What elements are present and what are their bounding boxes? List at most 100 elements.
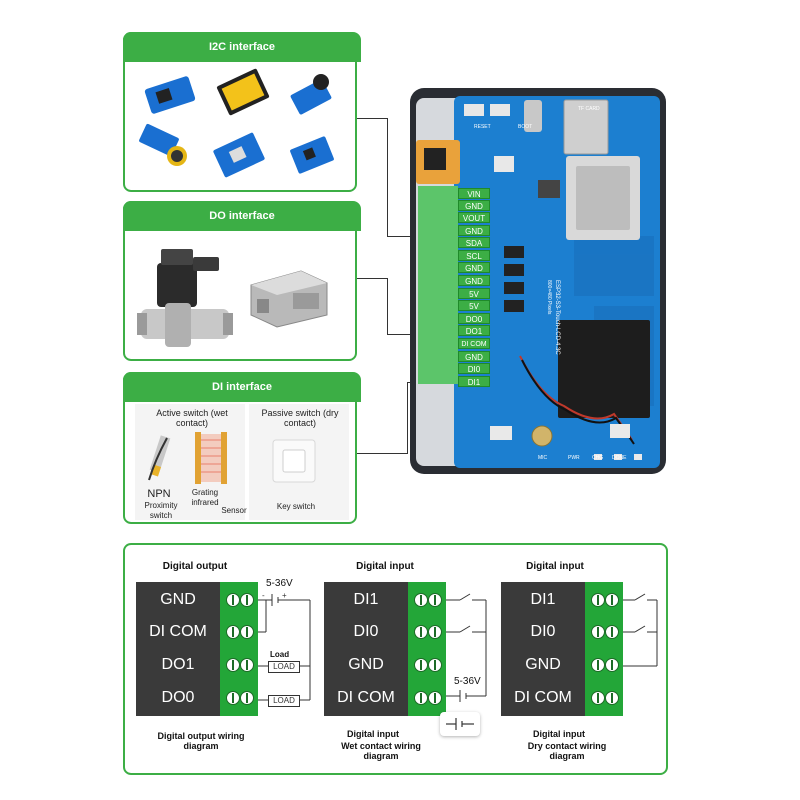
output-screw-1 (226, 625, 240, 639)
wet-screw-1b (428, 625, 442, 639)
key-switch-label: Key switch (276, 502, 316, 511)
dry-caption-title: Digital input (533, 729, 585, 739)
wet-screw-3 (414, 691, 428, 705)
di-interface-title: DI interface (123, 372, 361, 402)
wet-row-1: DI0 (353, 623, 379, 640)
dry-screw-2b (605, 658, 619, 672)
output-screw-2 (226, 658, 240, 672)
npn-sensor-illustration (148, 435, 171, 481)
dry-screw-3b (605, 691, 619, 705)
i2c-wire-v (387, 118, 388, 236)
done-label: DONE (612, 455, 627, 461)
output-screw-0b (240, 593, 254, 607)
do-interface-panel: DO interface (123, 201, 361, 361)
wet-title: Digital input (356, 561, 414, 572)
tf-card-label: TF CARD (578, 106, 600, 112)
grating-sensor-illustration (195, 432, 227, 484)
battery-icon (446, 718, 474, 730)
sensor-label: Sensor (221, 506, 247, 515)
output-row-1: DI COM (149, 623, 207, 640)
pcb-board (454, 96, 660, 468)
dry-screw-0 (591, 593, 605, 607)
pin-label-3: GND (458, 225, 490, 236)
dry-row-2: GND (525, 656, 561, 673)
pin-label-4: SDA (458, 237, 490, 248)
load-title: Load (270, 650, 290, 659)
output-screw-0 (226, 593, 240, 607)
pin-label-1: GND (458, 200, 490, 211)
wet-screw-0 (414, 593, 428, 607)
pin-label-7: GND (458, 275, 490, 286)
i2c-module-5 (213, 132, 265, 178)
wet-screw-0b (428, 593, 442, 607)
output-row-2: DO1 (161, 656, 195, 673)
i2c-modules-illustration (139, 68, 334, 178)
dry-row-3: DI COM (514, 689, 572, 706)
wet-row-3: DI COM (337, 689, 395, 706)
grating-infrared-label: Grating infrared (191, 488, 219, 507)
solenoid-valve-illustration (137, 249, 233, 347)
wet-wiring-lines (446, 593, 487, 702)
dry-title: Digital input (526, 561, 584, 572)
resolution-text: 800×480 Pixels (546, 280, 552, 315)
proximity-switch-label: Proximity switch (144, 501, 178, 520)
dry-row-0: DI1 (530, 591, 556, 608)
dry-screw-3 (591, 691, 605, 705)
pin-label-2: VOUT (458, 212, 490, 223)
pin-label-12: DI COM (458, 338, 490, 349)
pin-label-0: VIN (458, 188, 490, 199)
pin-label-15: DI1 (458, 376, 490, 387)
wet-screw-3b (428, 691, 442, 705)
wet-labels-block (324, 582, 408, 716)
wet-voltage-label: 5-36V (454, 676, 481, 687)
pin-label-9: 5V (458, 300, 490, 311)
pin-label-11: DO1 (458, 325, 490, 336)
output-labels-block (136, 582, 220, 716)
pin-label-5: SCL (458, 250, 490, 261)
pwr-label: PWR (568, 455, 580, 461)
output-row-3: DO0 (161, 689, 195, 706)
dry-wiring-lines (623, 593, 658, 667)
dry-screw-0b (605, 593, 619, 607)
wet-caption: Wet contact wiring diagram (341, 741, 421, 761)
boot-label: BOOT (518, 124, 533, 130)
di-wire-h1 (357, 453, 407, 454)
output-screw-2b (240, 658, 254, 672)
output-row-0: GND (160, 591, 196, 608)
wet-screw-2b (428, 658, 442, 672)
i2c-module-3 (290, 74, 332, 115)
reset-label: RESET (474, 124, 491, 130)
i2c-module-6 (290, 136, 334, 174)
output-voltage-label: 5-36V (266, 578, 293, 589)
do-interface-title: DO interface (123, 201, 361, 231)
mic-label: MIC (538, 455, 548, 461)
wet-row-0: DI1 (353, 591, 379, 608)
dry-caption: Dry contact wiring diagram (527, 741, 607, 761)
i2c-module-4 (139, 123, 187, 166)
fpc-chip (424, 148, 446, 170)
pin-label-8: 5V (458, 288, 490, 299)
dry-row-1: DI0 (530, 623, 556, 640)
i2c-wire-h1 (357, 118, 387, 119)
passive-switch-label: Passive switch (dry contact) (261, 408, 339, 428)
i2c-interface-title: I2C interface (123, 32, 361, 62)
i2c-interface-panel: I2C interface (123, 32, 361, 192)
i2c-module-1 (144, 76, 196, 114)
output-screw-3b (240, 691, 254, 705)
load-box-1: LOAD (268, 661, 300, 673)
output-wiring-lines: - + (258, 591, 311, 701)
do-wire-h1 (357, 278, 387, 279)
active-switch-label: Active switch (wet contact) (156, 408, 228, 428)
wet-screw-2 (414, 658, 428, 672)
npn-label: NPN (147, 488, 171, 500)
dry-screw-1b (605, 625, 619, 639)
svg-text:-: - (262, 591, 265, 600)
output-screw-1b (240, 625, 254, 639)
key-switch-illustration (272, 439, 316, 483)
pin-label-6: GND (458, 262, 490, 273)
dry-labels-block (501, 582, 585, 716)
wet-screw-1 (414, 625, 428, 639)
pin-label-10: DO0 (458, 313, 490, 324)
di-interface-panel: DI interface Active switch (wet contact)… (123, 372, 361, 524)
chg-label: CHG (592, 455, 604, 461)
